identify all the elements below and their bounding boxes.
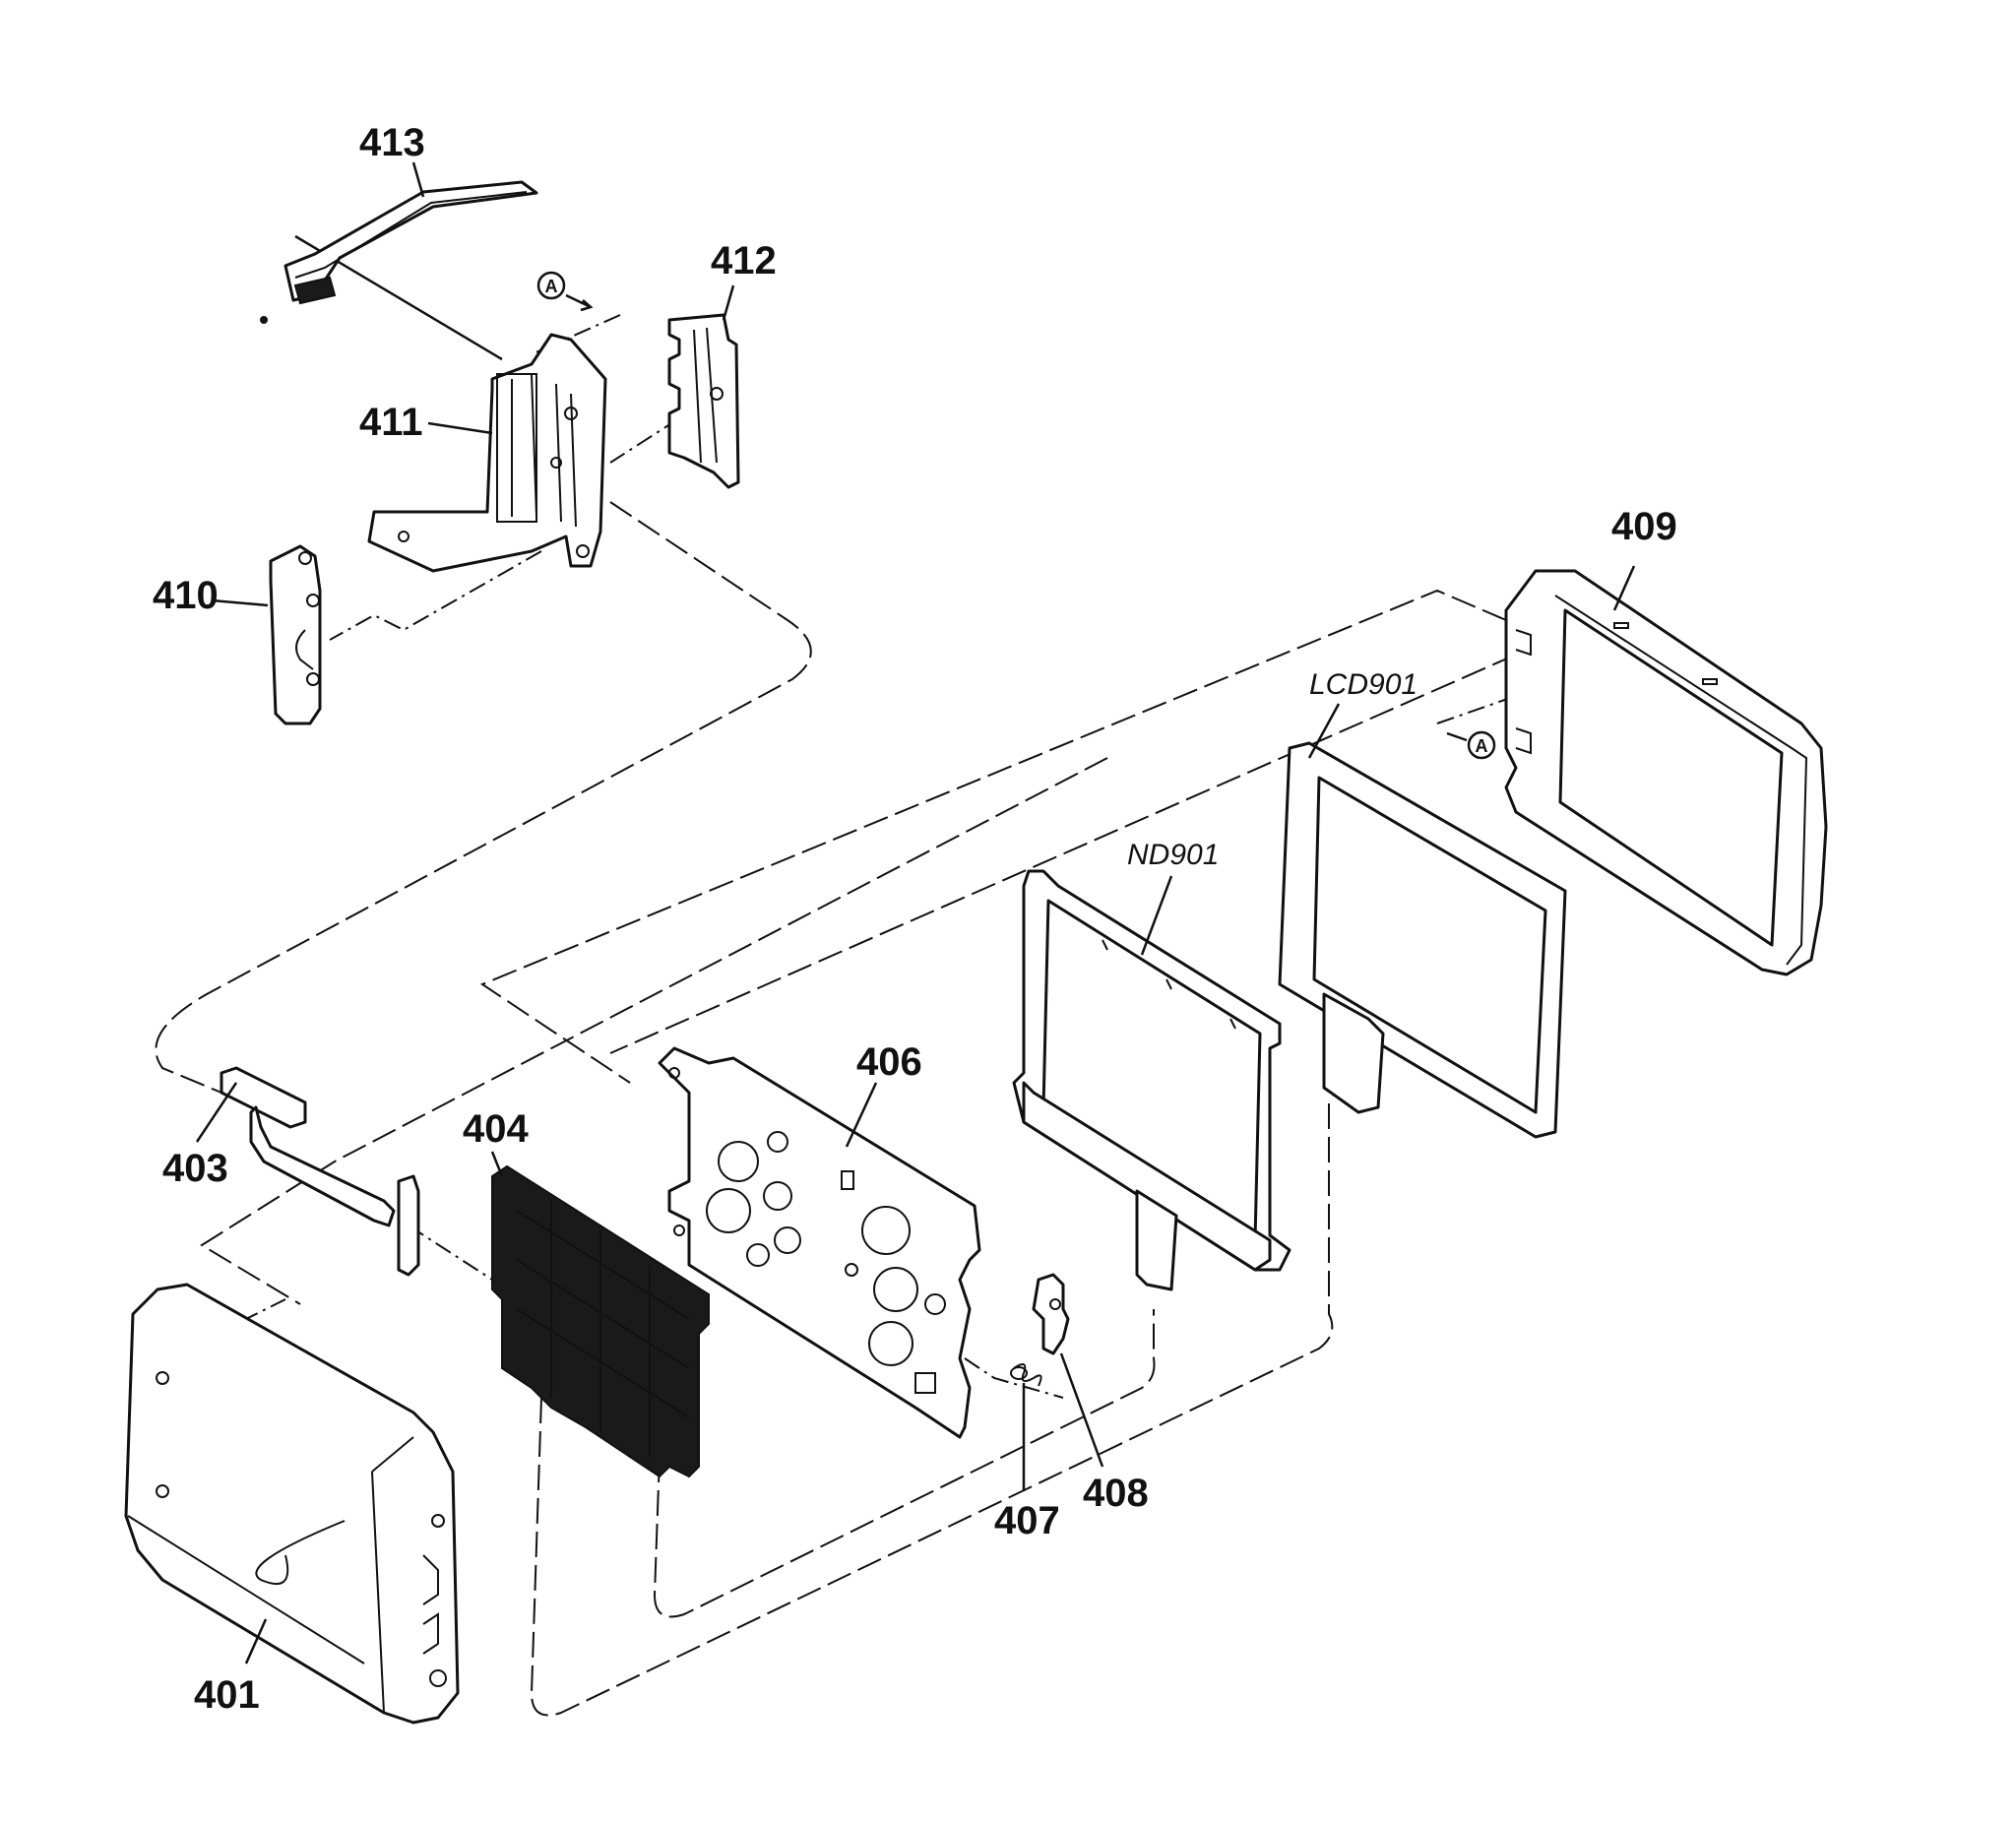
label-413: 413 [359,121,425,164]
part-403-connector[interactable] [220,1066,420,1277]
part-labels: 413 412 411 410 409 LCD901 ND901 406 404… [153,121,1677,1717]
guide-412-to-411 [609,417,680,464]
part-413-flex-cable[interactable] [260,180,538,324]
guide-404-bottom [530,1102,1334,1717]
part-LCD901-panel[interactable] [1278,741,1567,1139]
part-411-bracket[interactable] [367,333,607,573]
guide-409-mid [609,654,1517,1054]
label-LCD901: LCD901 [1309,668,1418,701]
label-411: 411 [359,401,423,444]
guide-lcd-to-404 [200,757,1108,1305]
label-412: 412 [711,239,777,283]
guide-411-to-410 [329,550,542,641]
part-408-lever[interactable] [1032,1273,1070,1355]
label-409: 409 [1611,505,1677,548]
label-410: 410 [153,574,219,617]
label-408: 408 [1083,1472,1149,1515]
part-412-side-cover[interactable] [667,313,740,489]
guide-403-to-404 [408,1224,493,1281]
label-401: 401 [194,1673,260,1717]
part-409-front-frame[interactable] [1504,569,1828,976]
part-ND901-backlight[interactable] [1012,869,1292,1291]
part-404-circuit-board[interactable] [491,1164,710,1478]
screw-dot [260,316,268,324]
reference-marker-A-right: A [1446,730,1496,760]
label-ND901: ND901 [1127,839,1219,871]
guide-409-top [479,589,1507,1084]
label-407: 407 [994,1499,1060,1542]
assembly-guide-lines [155,234,1537,1717]
label-403: 403 [162,1147,228,1190]
label-leaders [195,161,1636,1664]
part-407-spring[interactable] [1010,1363,1042,1387]
guide-407-408 [964,1357,1064,1399]
part-410-side-piece[interactable] [269,544,322,725]
guide-A-to-409 [1436,688,1537,724]
label-404: 404 [463,1107,529,1151]
part-401-housing[interactable] [124,1283,460,1725]
guide-411-to-403 [155,501,812,1094]
part-406-chassis[interactable] [658,1046,981,1439]
svg-text:A: A [545,277,558,296]
svg-text:A: A [1476,736,1488,756]
guide-406-bottom [653,1309,1156,1618]
label-406: 406 [856,1040,922,1084]
reference-marker-A-top: A [536,271,594,312]
